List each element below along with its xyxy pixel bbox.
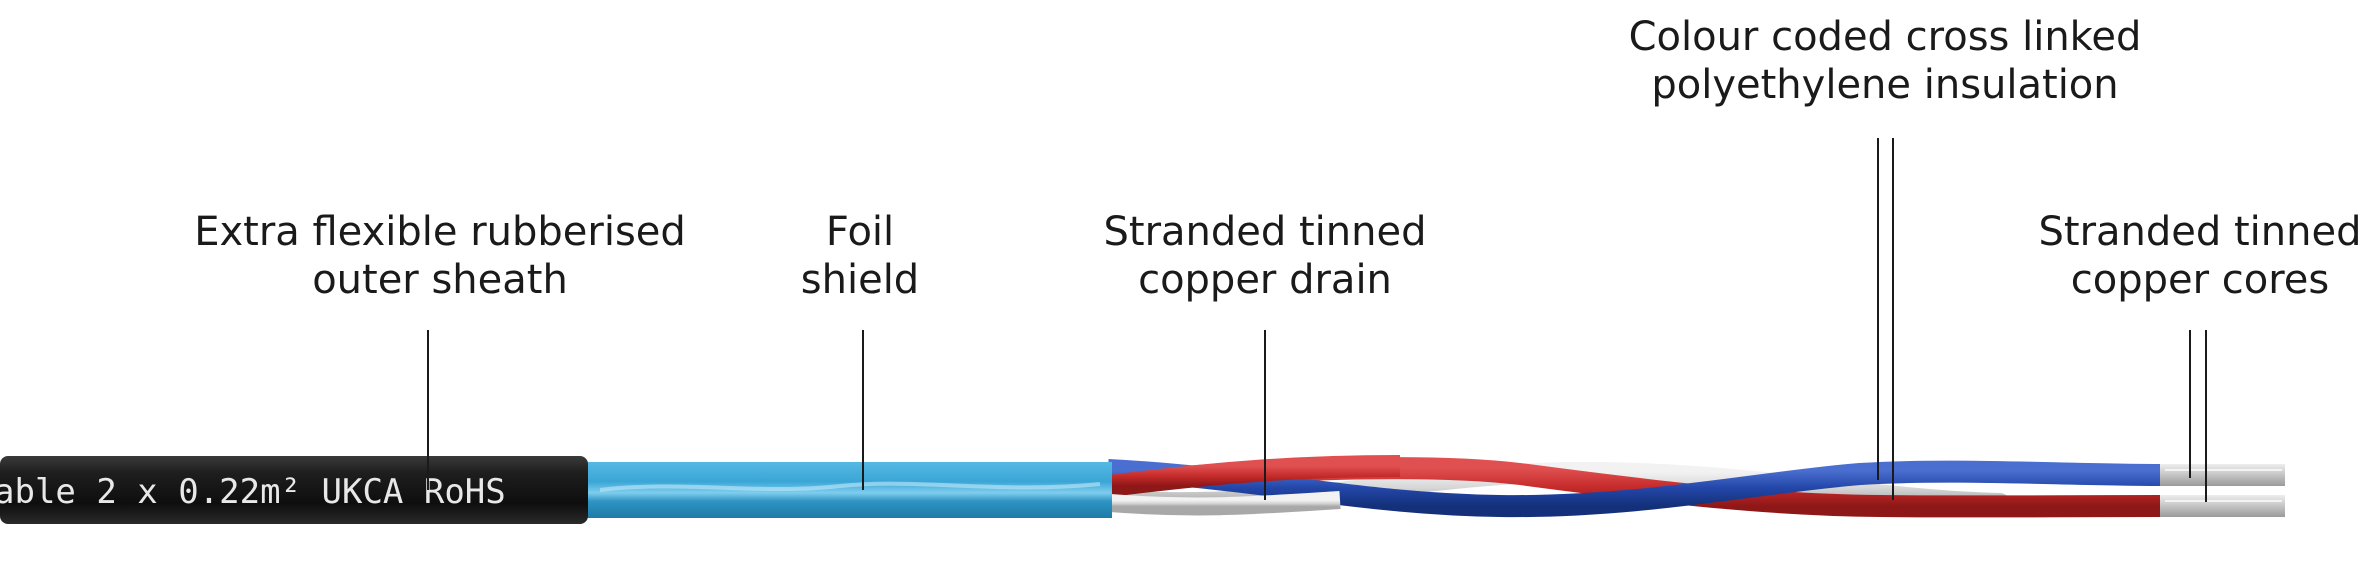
label-outer-sheath: Extra flexible rubberised outer sheath [180, 208, 700, 304]
label-insulation-line1: Colour coded cross linked [1628, 14, 2142, 60]
sheath-print: able 2 x 0.22m² UKCA RoHS [0, 472, 506, 512]
foil-shield [585, 462, 1112, 518]
label-copper-cores-line2: copper cores [2070, 257, 2330, 303]
core-red-front [1108, 455, 1401, 497]
label-outer-sheath-line2: outer sheath [312, 257, 568, 303]
copper-core-blue-end [2160, 464, 2285, 486]
label-copper-drain-line2: copper drain [1138, 257, 1392, 303]
core-blue [1107, 459, 2161, 518]
label-insulation: Colour coded cross linked polyethylene i… [1605, 13, 2165, 109]
label-copper-cores: Stranded tinned copper cores [2010, 208, 2362, 304]
label-copper-drain: Stranded tinned copper drain [1080, 208, 1450, 304]
outer-sheath [0, 456, 588, 524]
label-foil-shield: Foil shield [760, 208, 960, 304]
label-foil-shield-line1: Foil [825, 209, 895, 255]
label-outer-sheath-line1: Extra flexible rubberised [194, 209, 686, 255]
leader-lines [427, 138, 2207, 502]
label-insulation-line2: polyethylene insulation [1651, 62, 2119, 108]
copper-core-red-end [2160, 495, 2285, 517]
label-copper-cores-line1: Stranded tinned [2038, 209, 2362, 255]
drain-wire-front [1109, 491, 1341, 516]
label-copper-drain-line1: Stranded tinned [1103, 209, 1427, 255]
label-foil-shield-line2: shield [800, 257, 920, 303]
